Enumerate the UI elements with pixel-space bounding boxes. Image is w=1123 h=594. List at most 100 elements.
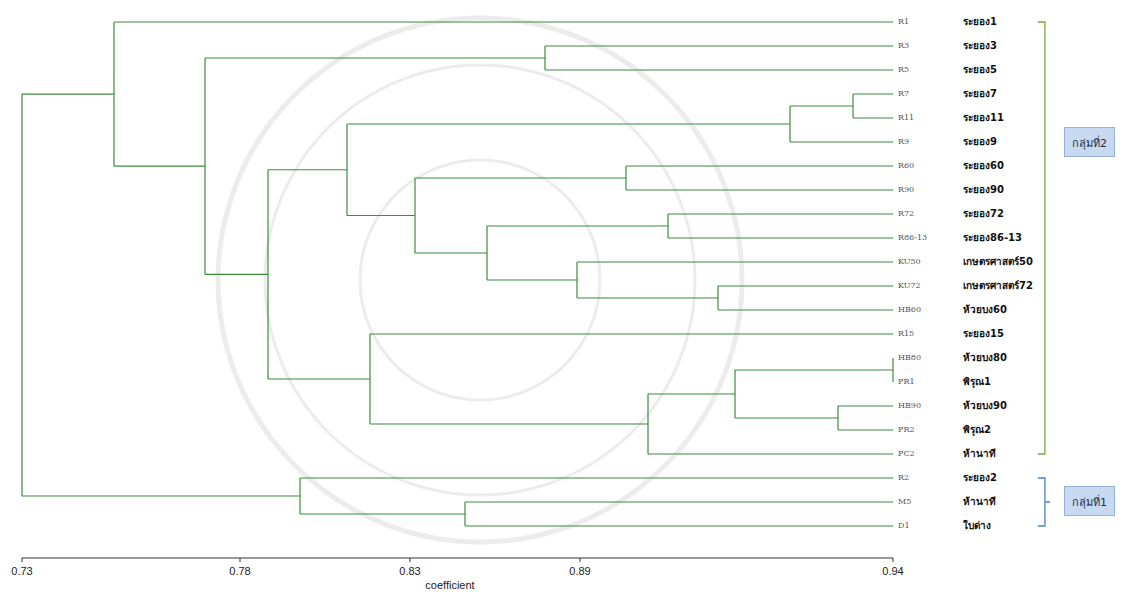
dendrogram-branch [648,453,893,454]
coefficient-axis [22,558,893,562]
dendrogram-branch [465,501,893,502]
dendrogram-branch [114,21,893,22]
variety-name: ระยอง15 [963,328,1004,340]
variety-code: R90 [898,185,914,195]
dendrogram-branch [21,94,22,496]
dendrogram-branch [545,69,893,70]
dendrogram-branch [626,189,893,190]
axis-tick-label: 0.89 [569,565,590,578]
seal-ring [360,160,600,400]
dendrogram-branch [22,93,114,94]
dendrogram-branch [838,405,893,406]
variety-name: ระยอง72 [963,208,1004,220]
variety-code: R9 [898,137,909,147]
variety-name: ใบด่าง [963,520,991,532]
axis-tick-label: 0.73 [11,565,32,578]
group-label-box: กลุ่มที่2 [1064,127,1115,157]
dendrogram-branch [415,252,487,253]
group-bracket [1038,22,1045,454]
variety-code: R7 [898,89,909,99]
dendrogram-branch [668,213,893,214]
variety-name: ระยอง86-13 [963,232,1022,244]
variety-name: ระยอง7 [963,88,997,100]
seal-ring [218,18,742,542]
variety-code: R3 [898,41,909,51]
variety-name: ห้วยบง80 [963,352,1007,364]
dendrogram-branch [853,117,893,118]
variety-code: M5 [898,497,911,507]
variety-code: R1 [898,17,909,27]
axis-tick [410,558,411,562]
dendrogram-branch [735,369,893,370]
variety-name: ระยอง2 [963,472,997,484]
dendrogram-branch [668,237,893,238]
dendrogram-branch [648,393,735,394]
variety-name: ระยอง60 [963,160,1004,172]
variety-name: ระยอง90 [963,184,1004,196]
variety-code: D1 [898,521,910,531]
variety-name: ห้านาที [963,496,996,508]
axis-tick [240,558,241,562]
axis-tick [893,558,894,562]
dendrogram-branch [300,513,465,514]
dendrogram-branch [577,297,718,298]
group-label: กลุ่มที่2 [1072,137,1107,150]
dendrogram-branch [300,477,893,478]
dendrogram-branch [114,166,205,167]
variety-code: HB60 [898,305,921,315]
dendrogram-branch [790,105,853,106]
axis-tick-label: 0.78 [229,565,250,578]
dendrogram-branch [487,225,668,226]
variety-code: R2 [898,473,909,483]
dendrogram-branch [577,261,893,262]
variety-name: ห้วยบง90 [963,400,1007,412]
dendrogram-branch [347,215,415,216]
dendrogram-branch [838,429,893,430]
variety-name: ระยอง1 [963,16,997,28]
group-brackets [1038,22,1050,526]
dendrogram-branch [22,495,300,496]
dendrogram-branch [853,93,893,94]
dendrogram-branch [790,141,893,142]
dendrogram-branch [718,285,893,286]
variety-code: R11 [898,113,914,123]
variety-code: PR1 [898,377,915,387]
variety-code: R15 [898,329,914,339]
variety-code: R60 [898,161,914,171]
axis-tick-label: 0.83 [399,565,420,578]
variety-name: พิรุณ2 [963,424,991,436]
variety-name: ห้วยบง60 [963,304,1007,316]
dendrogram-branch [626,165,893,166]
group-label: กลุ่มที่1 [1072,496,1107,509]
variety-code: KU72 [898,281,921,291]
variety-code: R86-13 [898,233,927,243]
dendrogram-branch [465,525,893,526]
variety-code: HB80 [898,353,921,363]
axis-tick [22,558,23,562]
dendrogram-branch [487,279,577,280]
dendrogram-branch [205,274,268,275]
dendrogram-branch [268,169,347,170]
variety-name: พิรุณ1 [963,376,991,388]
variety-name: ระยอง9 [963,136,997,148]
variety-code: HB90 [898,401,921,411]
variety-code: R5 [898,65,909,75]
variety-code: KU50 [898,257,921,267]
dendrogram-branches [22,22,893,526]
variety-name: ระยอง5 [963,64,997,76]
dendrogram-branch [370,423,648,424]
variety-name: ระยอง11 [963,112,1004,124]
variety-code: PR2 [898,425,915,435]
variety-name: เกษตรศาสตร์72 [963,280,1033,292]
group-bracket [1038,478,1050,526]
variety-name: ห้านาที [963,448,996,460]
variety-name: ระยอง3 [963,40,997,52]
variety-code: PC2 [898,449,915,459]
group-label-box: กลุ่มที่1 [1064,486,1115,516]
axis-tick-label: 0.94 [882,565,903,578]
axis-line [22,558,893,559]
dendrogram-branch [415,177,626,178]
variety-code: R72 [898,209,914,219]
